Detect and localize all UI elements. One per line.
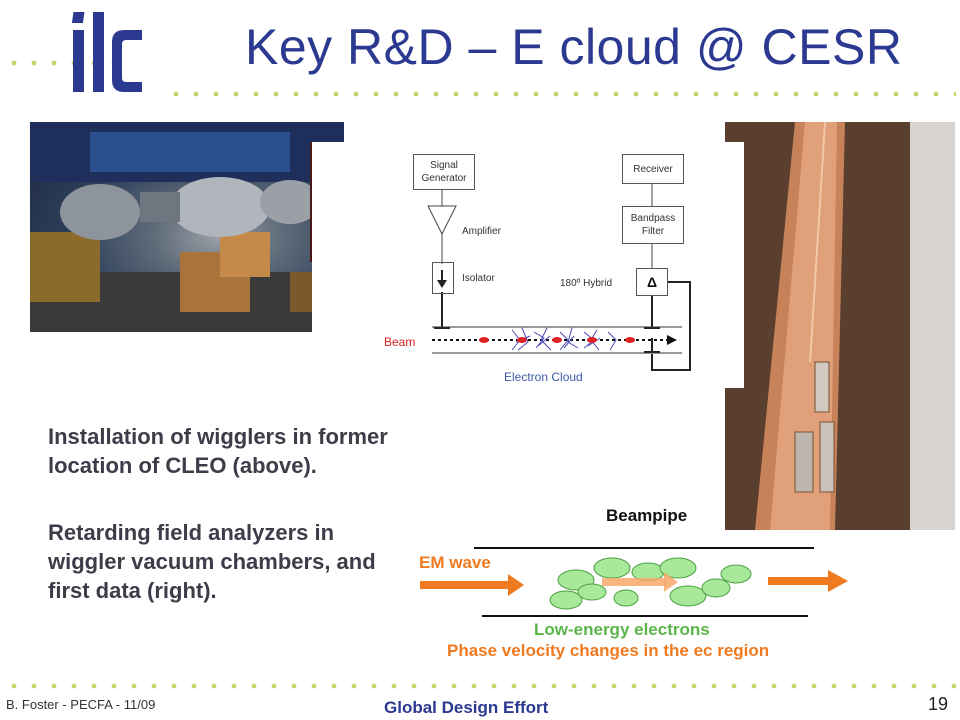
- isolator-box: [432, 262, 454, 294]
- header-dots-main: [166, 91, 956, 97]
- header-dots-left: [4, 60, 120, 66]
- hybrid-box: Δ: [636, 268, 668, 296]
- footer-author: B. Foster - PECFA - 11/09: [6, 697, 156, 712]
- em-wave-label: EM wave: [419, 553, 491, 572]
- footer-dots: [4, 683, 956, 689]
- beam-label: Beam: [384, 335, 416, 349]
- bullet-analyzers: Retarding field analyzers in wiggler vac…: [48, 520, 376, 603]
- footer-global-design-effort: Global Design Effort: [384, 698, 549, 717]
- isolator-label: Isolator: [462, 273, 495, 284]
- vacuum-chamber-photo: [725, 122, 955, 530]
- signal-generator-box: Signal Generator: [413, 154, 475, 190]
- electron-cloud-label: Electron Cloud: [504, 370, 583, 384]
- beampipe-title: Beampipe: [606, 506, 688, 525]
- bullet-wigglers: Installation of wigglers in former locat…: [48, 424, 388, 478]
- low-energy-electrons-label: Low-energy electrons: [534, 620, 710, 639]
- phase-velocity-label: Phase velocity changes in the ec region: [447, 641, 770, 660]
- slide-title: Key R&D – E cloud @ CESR: [245, 19, 903, 75]
- ilc-logo: [64, 8, 154, 98]
- bandpass-filter-box: Bandpass Filter: [622, 206, 684, 244]
- hybrid-label: 180º Hybrid: [560, 278, 613, 289]
- measurement-block-diagram: Signal Generator Amplifier Isolator Rece…: [312, 142, 744, 388]
- receiver-box: Receiver: [622, 154, 684, 184]
- amplifier-label: Amplifier: [462, 226, 501, 237]
- beampipe-schematic: [420, 547, 848, 617]
- wiggler-installation-photo: [30, 122, 344, 332]
- page-number: 19: [928, 694, 949, 714]
